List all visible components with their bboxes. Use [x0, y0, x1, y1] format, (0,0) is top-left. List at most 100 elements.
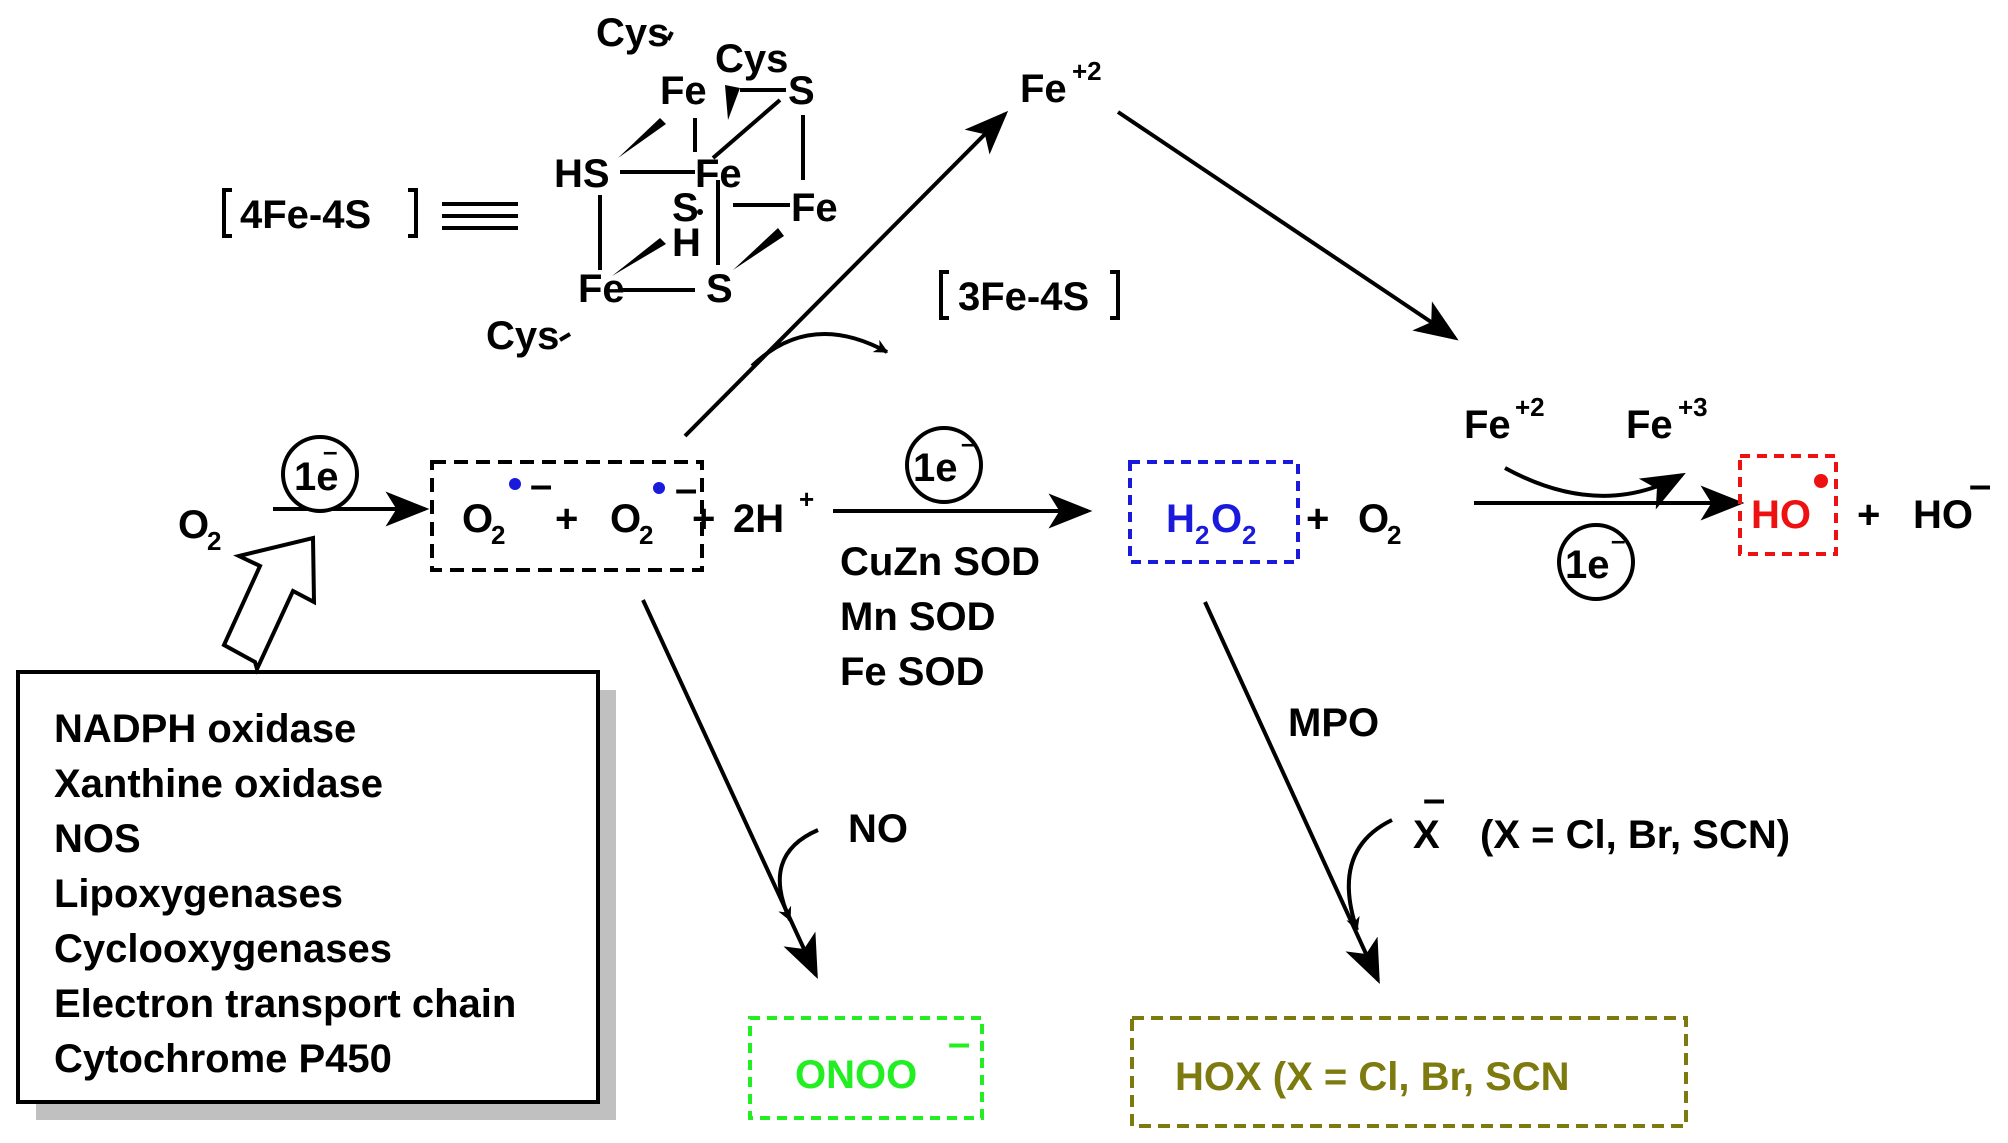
svg-text:O: O — [610, 497, 641, 541]
svg-text:2: 2 — [207, 526, 221, 556]
svg-text:+2: +2 — [1072, 56, 1102, 86]
halide: X – (X = Cl, Br, SCN) — [1413, 777, 1790, 857]
atom-label: Cys — [486, 314, 559, 358]
atom-label: S — [788, 69, 815, 113]
svg-text:–: – — [1611, 525, 1625, 555]
electron-badge-1: 1e – — [281, 435, 359, 513]
atom-label: Fe — [791, 186, 838, 230]
source-item: Lipoxygenases — [54, 872, 343, 916]
nitric-oxide: NO — [848, 807, 908, 851]
wedge-bond — [725, 85, 740, 120]
hox-box — [1130, 1016, 1688, 1128]
electron-badge-3: 1e – — [1557, 523, 1635, 601]
atom-label: H — [672, 221, 701, 265]
cluster-4fe4s-structure: Cys Cys Fe S HS Fe S Fe H Fe S Cys — [486, 11, 838, 358]
svg-text:2: 2 — [639, 520, 653, 550]
svg-text:–: – — [675, 467, 697, 511]
equivalence-sign — [442, 202, 518, 230]
source-item: Cytochrome P450 — [54, 1037, 392, 1081]
svg-text:O: O — [1211, 497, 1242, 541]
source-item: NADPH oxidase — [54, 707, 356, 751]
sources-box: NADPH oxidase Xanthine oxidase NOS Lipox… — [16, 670, 616, 1120]
source-item: Xanthine oxidase — [54, 762, 383, 806]
svg-text:4Fe-4S: 4Fe-4S — [240, 193, 371, 237]
enzyme-label: Fe SOD — [840, 650, 984, 694]
plus-sign: + — [692, 497, 715, 541]
enzyme-label: Mn SOD — [840, 595, 996, 639]
arrow-to-hox — [1203, 601, 1380, 985]
cluster-bonds — [558, 31, 805, 342]
atom-label: Cys — [715, 37, 788, 81]
atom-label: Fe — [578, 267, 625, 311]
bracket-left — [939, 270, 949, 320]
svg-text:O: O — [462, 497, 493, 541]
svg-text:2: 2 — [1195, 520, 1209, 550]
svg-text:1e: 1e — [913, 446, 958, 490]
enzyme-label: CuZn SOD — [840, 540, 1040, 584]
svg-text:2H: 2H — [733, 497, 784, 541]
source-item: NOS — [54, 817, 141, 861]
peroxynitrite: ONOO – — [795, 1021, 970, 1097]
bond-dot — [697, 209, 703, 215]
superoxide-a: O 2 – — [462, 463, 552, 550]
sources-box-frame — [16, 670, 600, 1104]
hollow-block-arrow — [221, 535, 317, 675]
cluster-release-arrow — [750, 332, 889, 368]
no-curved-arrow — [777, 828, 819, 922]
svg-text:Fe: Fe — [1626, 403, 1673, 447]
svg-text:3Fe-4S: 3Fe-4S — [958, 275, 1089, 319]
bracket-right — [1110, 270, 1120, 320]
svg-text:+2: +2 — [1515, 392, 1545, 422]
hydroxide: HO – — [1913, 463, 1991, 537]
fenton-fe2: Fe +2 — [1464, 392, 1545, 447]
svg-text:Fe: Fe — [1464, 403, 1511, 447]
svg-text:+: + — [799, 484, 814, 514]
bracket-right — [408, 188, 418, 238]
electron-circle — [281, 435, 359, 513]
svg-text:H: H — [1166, 497, 1195, 541]
svg-text:1e: 1e — [1565, 543, 1610, 587]
svg-text:–: – — [323, 436, 337, 466]
radical-dot — [1814, 474, 1828, 488]
svg-text:2: 2 — [491, 520, 505, 550]
fenton-curved-arrow — [1504, 466, 1686, 510]
oxygen-reactant: O 2 — [178, 503, 221, 556]
svg-text:HO: HO — [1751, 493, 1811, 537]
svg-text:+3: +3 — [1678, 392, 1708, 422]
wedge-bond — [733, 228, 784, 270]
svg-text:O: O — [178, 503, 209, 547]
svg-text:(X = Cl, Br, SCN): (X = Cl, Br, SCN) — [1480, 813, 1790, 857]
electron-circle — [905, 426, 983, 504]
source-item: Electron transport chain — [54, 982, 516, 1026]
atom-label: HS — [554, 152, 610, 196]
arrow-iron-to-fenton — [1116, 110, 1459, 341]
protons: 2H + — [733, 484, 814, 541]
svg-text:–: – — [1969, 463, 1991, 507]
radical-dot — [509, 478, 521, 490]
iron-ii: Fe +2 — [1020, 56, 1102, 111]
svg-text:–: – — [948, 1021, 970, 1065]
svg-text:–: – — [961, 428, 975, 458]
atom-label: Fe — [695, 152, 742, 196]
atom-label: S — [672, 186, 699, 230]
oxygen-product: O 2 — [1358, 497, 1401, 550]
h2o2-box — [1128, 460, 1300, 564]
atom-label: Fe — [660, 69, 707, 113]
plus-sign: + — [1306, 497, 1329, 541]
plus-sign: + — [1857, 493, 1880, 537]
myeloperoxidase: MPO — [1288, 701, 1379, 745]
fenton-fe3: Fe +3 — [1626, 392, 1708, 447]
plus-sign: + — [555, 497, 578, 541]
svg-text:–: – — [1423, 777, 1445, 821]
peroxynitrite-box — [748, 1016, 984, 1120]
superoxide-box — [430, 460, 704, 572]
cluster-4fe4s-label: 4Fe-4S — [222, 188, 518, 238]
svg-text:2: 2 — [1242, 520, 1256, 550]
source-item: Cyclooxygenases — [54, 927, 392, 971]
electron-circle — [1557, 523, 1635, 601]
svg-text:1e: 1e — [294, 455, 339, 499]
cluster-3fe4s: 3Fe-4S — [939, 270, 1120, 320]
svg-text:O: O — [1358, 497, 1389, 541]
